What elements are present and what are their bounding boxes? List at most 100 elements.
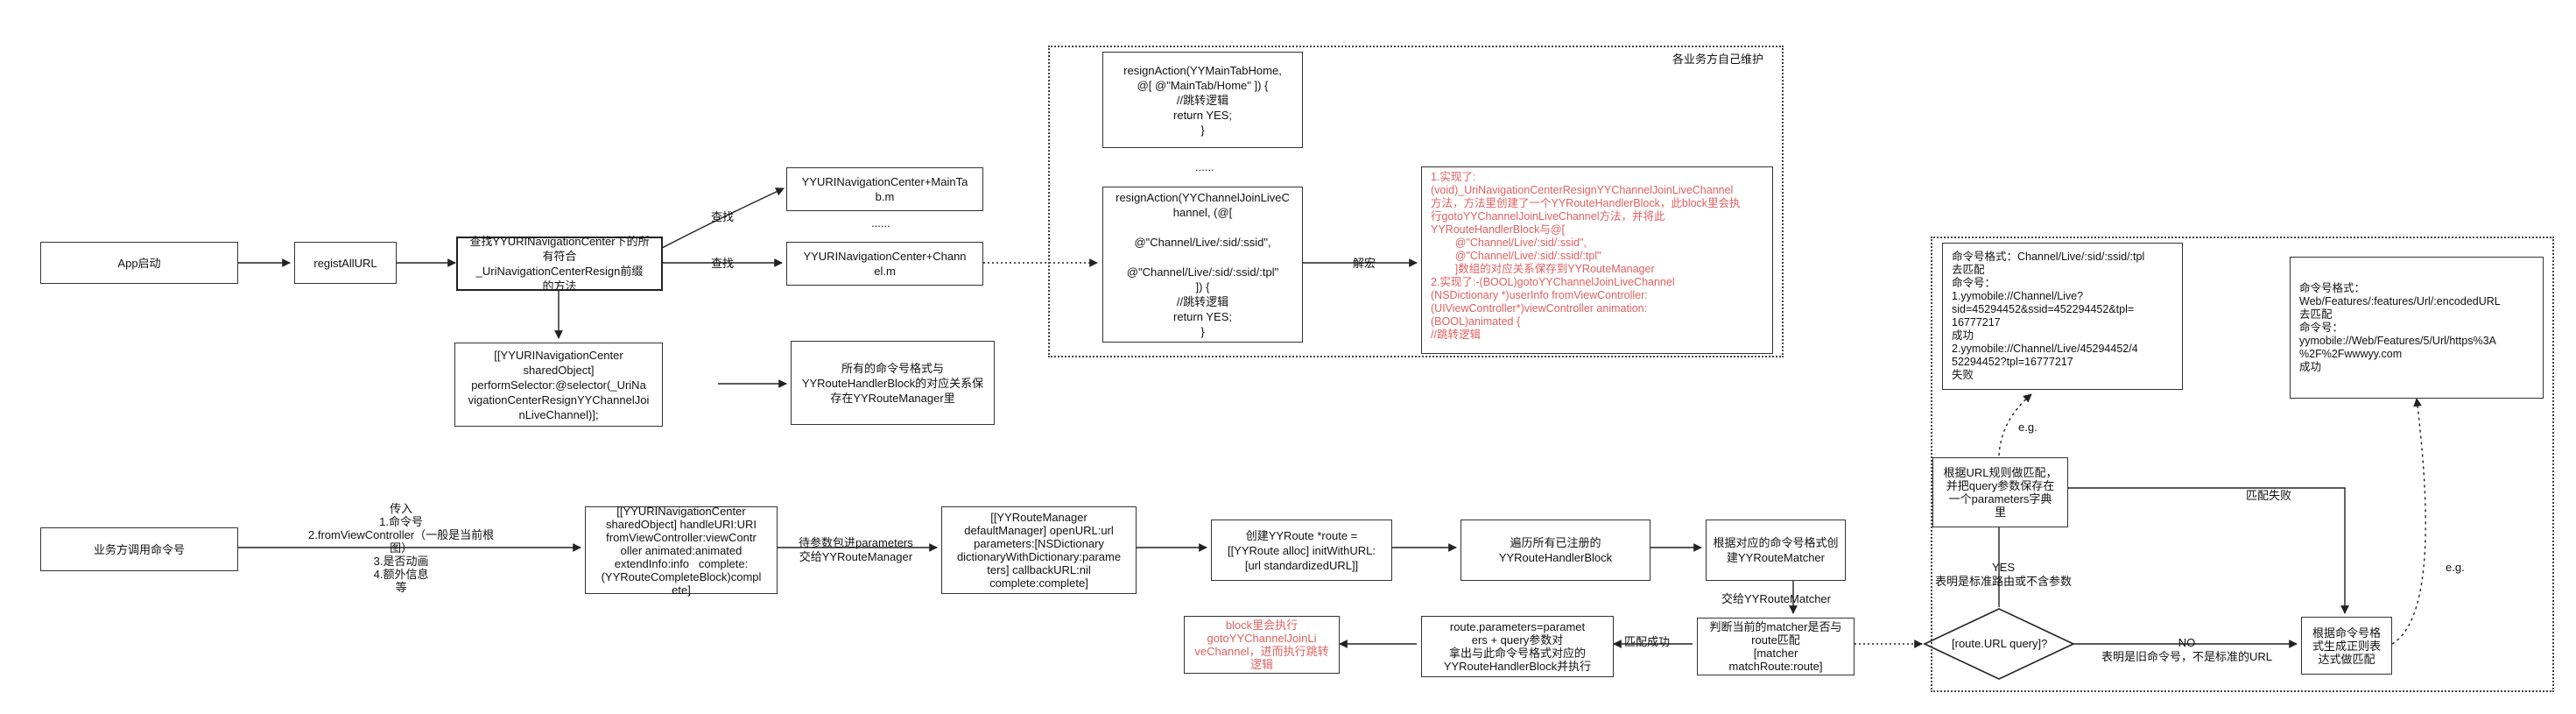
text-line: 2.yymobile://Channel/Live/45294452/4 [1952, 343, 2138, 355]
text-line: 表明是旧命令号，不是标准的URL [2101, 650, 2273, 663]
text-line: 拿出与此命令号格式对应的 [1448, 647, 1586, 660]
text-line: YYURINavigationCenter+MainTa [801, 175, 968, 188]
text-line: [route.URL query]? [1952, 637, 2048, 650]
text-line: 并把query参数保存在 [1946, 479, 2055, 492]
text-line: App启动 [117, 256, 161, 270]
text-line: 判断当前的matcher是否与 [1709, 620, 1842, 633]
text-line: el.m [874, 265, 896, 278]
text-line: 失败 [1952, 369, 1974, 381]
text-line: ]数组的对应关系保存到YYRouteManager [1431, 263, 1655, 275]
text-line: hannel, (@[ [1172, 206, 1233, 219]
text-line: vigationCenterResignYYChannelJoi [468, 392, 650, 406]
text-line: NO [2178, 636, 2196, 649]
text-line: sid=45294452&ssid=452294452&tpl= [1952, 303, 2135, 315]
text-line: 命令号格式：Channel/Live/:sid/:ssid/:tpl [1952, 251, 2145, 263]
text-line: } [1200, 123, 1205, 137]
matching-region [1931, 237, 2554, 692]
text-line: 达式做匹配 [2318, 652, 2375, 666]
text-line: @"Channel/Live/:sid/:ssid/:tpl" [1431, 250, 1601, 262]
text-line: ers + query参数对 [1471, 633, 1564, 647]
text-line: block里会执行 [1225, 619, 1299, 632]
text-line: YYRouteHandlerBlock的对应关系保 [801, 376, 984, 390]
text-line: 4.额外信息 [373, 568, 429, 581]
eg-right-label: e.g. [2446, 561, 2465, 574]
text-line: veChannel，进而执行跳转 [1194, 645, 1329, 658]
eg-left-label: e.g. [2018, 421, 2038, 434]
text-line: 根据URL规则做匹配， [1943, 466, 2058, 479]
text-line: gotoYYChannelJoinLi [1207, 632, 1317, 645]
text-line: 式生成正则表 [2312, 639, 2381, 653]
region-title: 各业务方自己维护 [1672, 53, 1764, 66]
text-line: 存在YYRouteManager里 [830, 391, 955, 405]
text-line: 1.实现了: [1431, 171, 1476, 183]
ellipsis-between-resign: ...... [1195, 160, 1214, 174]
text-line: 建YYRouteMatcher [1727, 551, 1825, 564]
text-line: 传入 [390, 502, 413, 515]
text-line: (NSDictionary *)userInfo fromViewControl… [1431, 289, 1648, 301]
text-line: [url standardizedURL]] [1244, 558, 1359, 572]
text-line: [[YYURINavigationCenter [616, 504, 746, 518]
text-line: b.m [875, 190, 895, 203]
text-line: 16777217 [1952, 316, 2001, 329]
text-line: 去匹配 [2299, 308, 2333, 321]
create-matcher-node: 根据对应的命令号格式创建YYRouteMatcher [1706, 520, 1846, 581]
text-line: YES [1992, 561, 2016, 574]
macro-explain-node: 1.实现了:(void)_UriNavigationCenterResignYY… [1421, 166, 1773, 354]
text-line: 的方法 [542, 279, 577, 293]
text-line: 等 [395, 581, 407, 594]
category-maintab-node: YYURINavigationCenter+MainTa b.m [786, 167, 983, 211]
text-line: 查找YYURINavigationCenter下的所 [469, 235, 650, 248]
text-line: resignAction(YYMainTabHome, [1123, 63, 1282, 77]
create-route-node: 创建YYRoute *route =[[YYRoute alloc] initW… [1211, 520, 1392, 581]
find-label-mid: 查找 [711, 257, 735, 270]
match-success-label: 匹配成功 [1624, 635, 1671, 648]
text-line: yymobile://Web/Features/5/Url/https%3A [2299, 334, 2496, 347]
text-line: [[YYURINavigationCenter [494, 348, 623, 362]
text-line: 3.是否动画 [373, 555, 429, 568]
find-label-top: 查找 [711, 210, 735, 223]
encoded-note-node: 命令号格式：Web/Features/:features/Url/:encode… [2290, 257, 2544, 399]
resign-channel-node: resignAction(YYChannelJoinLiveC hannel, (… [1102, 187, 1303, 343]
text-line: } [1200, 325, 1205, 338]
text-line: 命令号： [2299, 321, 2344, 334]
text-line: 方法，方法里创建了一个YYRouteHandlerBlock，此block里会执 [1431, 197, 1741, 209]
text-line: (BOOL)animated { [1431, 315, 1521, 328]
text-line: 里 [1994, 505, 2006, 519]
text-line: 行gotoYYChannelJoinLiveChannel方法，并将此 [1431, 210, 1665, 223]
text-line: (void)_UriNavigationCenterResignYYChanne… [1431, 184, 1734, 196]
text-line: 待参数包进parameters [799, 536, 913, 549]
text-line: YYRouteHandlerBlock与@[ [1431, 223, 1566, 236]
text-line: oller animated:animated [620, 543, 743, 557]
text-line: 命令号： [1952, 277, 1996, 289]
text-line: YYURINavigationCenter+Chann [803, 250, 967, 263]
text-line: (UIViewController*)viewController animat… [1431, 302, 1648, 315]
text-line: ete] [672, 583, 691, 597]
text-line: resignAction(YYChannelJoinLiveC [1116, 191, 1290, 204]
arrow-eg-left [1998, 393, 2032, 456]
text-line: ]) { [1195, 280, 1210, 293]
text-line: [[YYRouteManager [990, 511, 1087, 524]
text-line: 2.实现了:-(BOOL)gotoYYChannelJoinLiveChanne… [1431, 276, 1675, 288]
text-line: return YES; [1173, 108, 1232, 122]
text-line: route.parameters=paramet [1449, 620, 1586, 633]
text-line: 表明是标准路由或不含参数 [1935, 575, 2073, 588]
text-line: 业务方调用命令号 [93, 542, 185, 556]
text-line: ...... [1195, 160, 1214, 173]
text-line: %2F%2Fwwwyy.com [2299, 347, 2403, 360]
resign-maintab-node: resignAction(YYMainTabHome,@[ @"MainTab/… [1102, 52, 1303, 148]
encoded-match-node: 根据命令号格式生成正则表达式做匹配 [2301, 617, 2392, 675]
text-line [1201, 220, 1205, 235]
text-line: @[ @"MainTab/Home" ]) { [1137, 78, 1269, 92]
text-line: YYRouteHandlerBlock并执行 [1443, 660, 1592, 673]
text-line: 交给YYRouteManager [799, 550, 913, 563]
